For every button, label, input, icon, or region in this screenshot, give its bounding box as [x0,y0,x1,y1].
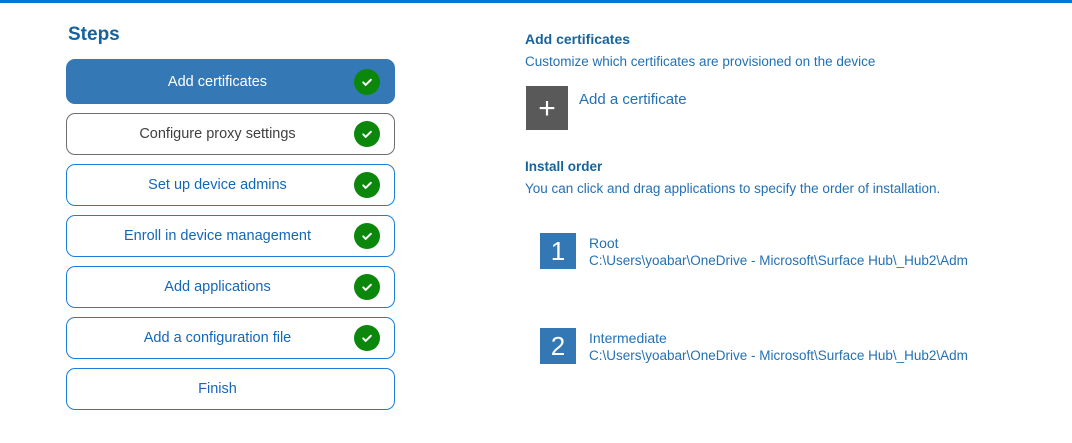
order-number-tile: 1 [540,233,576,269]
step-label: Finish [198,381,237,397]
certificate-name: Intermediate [589,330,667,346]
order-item-text: Root C:\Users\yoabar\OneDrive - Microsof… [589,234,968,270]
install-order-heading: Install order [525,159,603,174]
order-number: 1 [550,236,566,266]
section-subtitle: Customize which certificates are provisi… [525,54,876,69]
certificate-name: Root [589,235,619,251]
step-label: Add applications [164,279,271,295]
check-icon [354,172,380,198]
install-order-description: You can click and drag applications to s… [525,181,941,196]
check-icon [354,325,380,351]
add-certificate-label: Add a certificate [579,91,687,108]
step-label: Set up device admins [148,177,287,193]
check-icon [354,68,380,95]
check-icon [354,223,380,249]
install-order-item-intermediate[interactable]: 2 Intermediate C:\Users\yoabar\OneDrive … [540,328,968,365]
step-add-a-configuration-file[interactable]: Add a configuration file [66,317,395,359]
order-number-tile: 2 [540,328,576,364]
step-label: Configure proxy settings [139,126,296,142]
plus-icon: + [526,86,568,130]
step-label: Add a configuration file [143,330,292,346]
top-accent-bar [0,0,1072,3]
certificate-path: C:\Users\yoabar\OneDrive - Microsoft\Sur… [589,253,968,268]
add-certificate-button[interactable]: + Add a certificate [526,86,687,130]
steps-list: Add certificates Configure proxy setting… [66,59,395,419]
order-item-text: Intermediate C:\Users\yoabar\OneDrive - … [589,329,968,365]
step-label: Enroll in device management [124,228,311,244]
step-enroll-in-device-management[interactable]: Enroll in device management [66,215,395,257]
step-configure-proxy-settings[interactable]: Configure proxy settings [66,113,395,155]
step-add-certificates[interactable]: Add certificates [66,59,395,104]
check-icon [354,274,380,300]
step-label: Add certificates [167,73,268,90]
step-add-applications[interactable]: Add applications [66,266,395,308]
step-finish[interactable]: Finish [66,368,395,410]
step-set-up-device-admins[interactable]: Set up device admins [66,164,395,206]
certificate-path: C:\Users\yoabar\OneDrive - Microsoft\Sur… [589,348,968,363]
section-title: Add certificates [525,31,631,47]
order-number: 2 [550,331,566,361]
check-icon [354,121,380,147]
install-order-item-root[interactable]: 1 Root C:\Users\yoabar\OneDrive - Micros… [540,233,968,270]
steps-heading: Steps [68,24,120,45]
